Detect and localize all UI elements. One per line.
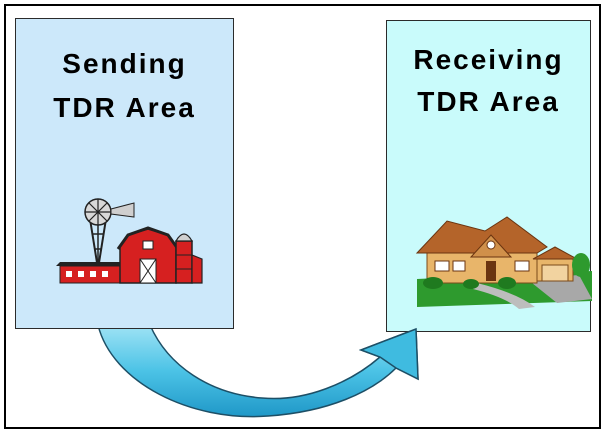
sending-area-box: Sending TDR Area [15, 18, 234, 329]
farm-windmill-barn-icon [56, 198, 203, 284]
receiving-area-title-line2: TDR Area [417, 86, 560, 117]
sending-area-title-line2: TDR Area [53, 92, 196, 123]
receiving-area-title-line1: Receiving [413, 44, 564, 75]
receiving-area-box: Receiving TDR Area [386, 20, 592, 332]
barn-icon [116, 226, 203, 284]
shed-icon [56, 262, 130, 284]
sending-area-title-line1: Sending [62, 48, 187, 79]
windmill-icon [84, 198, 135, 270]
suburban-house-icon [415, 216, 592, 309]
transfer-arrow-body [97, 324, 419, 418]
